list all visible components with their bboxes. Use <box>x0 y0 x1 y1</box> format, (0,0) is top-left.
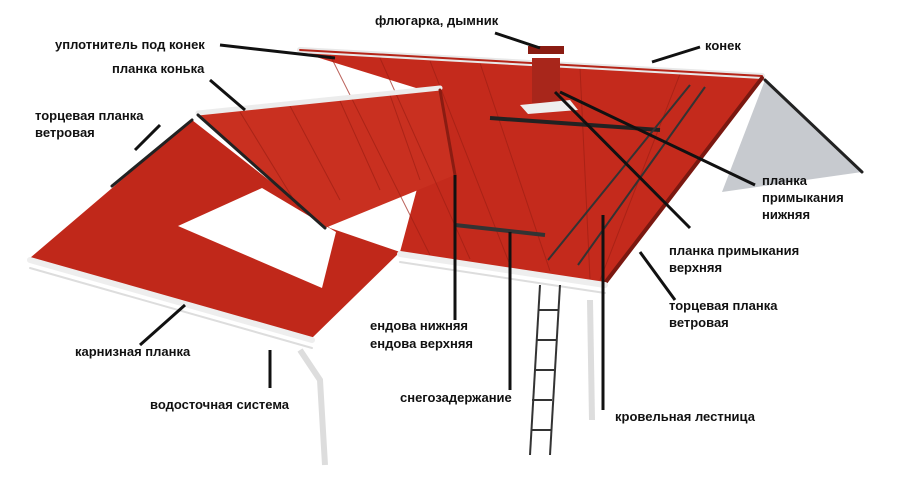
label-ridge-strip: планка конька <box>112 61 205 76</box>
label-gable-right-2: ветровая <box>669 315 729 330</box>
downpipe-left <box>297 348 328 466</box>
snow-guard-upper <box>489 116 661 132</box>
label-ladder: кровельная лестница <box>615 409 755 424</box>
label-weathervane: флюгарка, дымник <box>375 13 499 28</box>
label-lower-flashing-1: планка <box>762 173 807 188</box>
label-lower-flashing-3: нижняя <box>762 207 811 222</box>
label-gable-left-2: ветровая <box>35 125 95 140</box>
label-upper-flashing-2: верхняя <box>669 260 723 275</box>
label-gable-left-1: торцевая планка <box>35 108 144 123</box>
label-valley-upper: ендова верхняя <box>370 336 474 351</box>
chimney-cap <box>528 46 564 54</box>
label-gable-right-1: торцевая планка <box>669 298 778 313</box>
label-ridge-seal: уплотнитель под конек <box>55 37 205 52</box>
cross-gable-roof <box>198 90 455 228</box>
chimney <box>532 58 560 103</box>
label-snow-guard: снегозадержание <box>400 390 512 405</box>
right-gable <box>722 80 862 192</box>
roof-ladder <box>529 84 706 456</box>
label-drainage: водосточная система <box>150 397 290 412</box>
label-lower-flashing-2: примыкания <box>762 190 844 205</box>
downpipe-right <box>587 299 595 421</box>
label-eave-strip: карнизная планка <box>75 344 191 359</box>
snow-guard-lower <box>454 223 546 237</box>
leader-lines <box>133 31 756 410</box>
label-ridge: конек <box>705 38 741 53</box>
opening <box>178 188 336 288</box>
label-upper-flashing-1: планка примыкания <box>669 243 800 258</box>
label-valley-lower: ендова нижняя <box>370 318 469 333</box>
